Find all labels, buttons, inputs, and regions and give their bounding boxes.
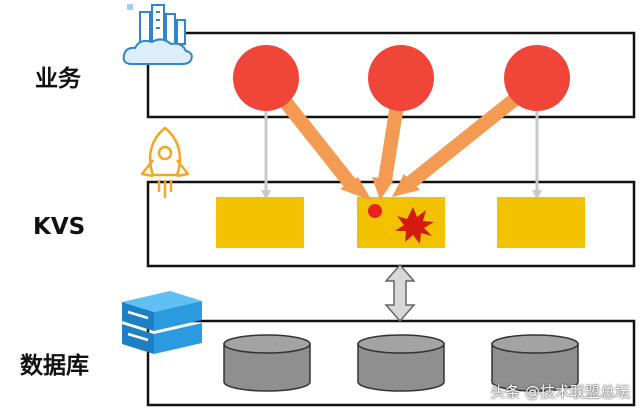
request-arrow-from-left	[274, 90, 372, 201]
explosion-icon	[395, 207, 434, 244]
business-layer-label: 业务	[35, 66, 82, 92]
db-cylinder-left	[223, 334, 311, 392]
cache-block-left	[216, 197, 304, 248]
db-cylinder-right	[491, 334, 579, 392]
database-layer-label: 数据库	[20, 353, 89, 379]
cache-block-right	[497, 197, 585, 248]
cloud-city-icon	[122, 4, 193, 65]
business-node-right	[504, 45, 570, 111]
request-arrow-from-middle	[372, 103, 404, 200]
double-arrow-icon	[384, 263, 416, 323]
hot-key-dot	[368, 204, 382, 218]
server-stack-icon	[122, 291, 202, 354]
db-cylinder-middle	[357, 334, 445, 392]
kvs-layer-label: KVS	[33, 214, 85, 240]
rocket-icon	[140, 126, 190, 198]
watermark: 头条 @技术联盟总坛	[490, 383, 630, 401]
business-node-left	[233, 45, 299, 111]
business-node-middle	[368, 45, 434, 111]
request-arrow-from-right	[392, 89, 525, 197]
